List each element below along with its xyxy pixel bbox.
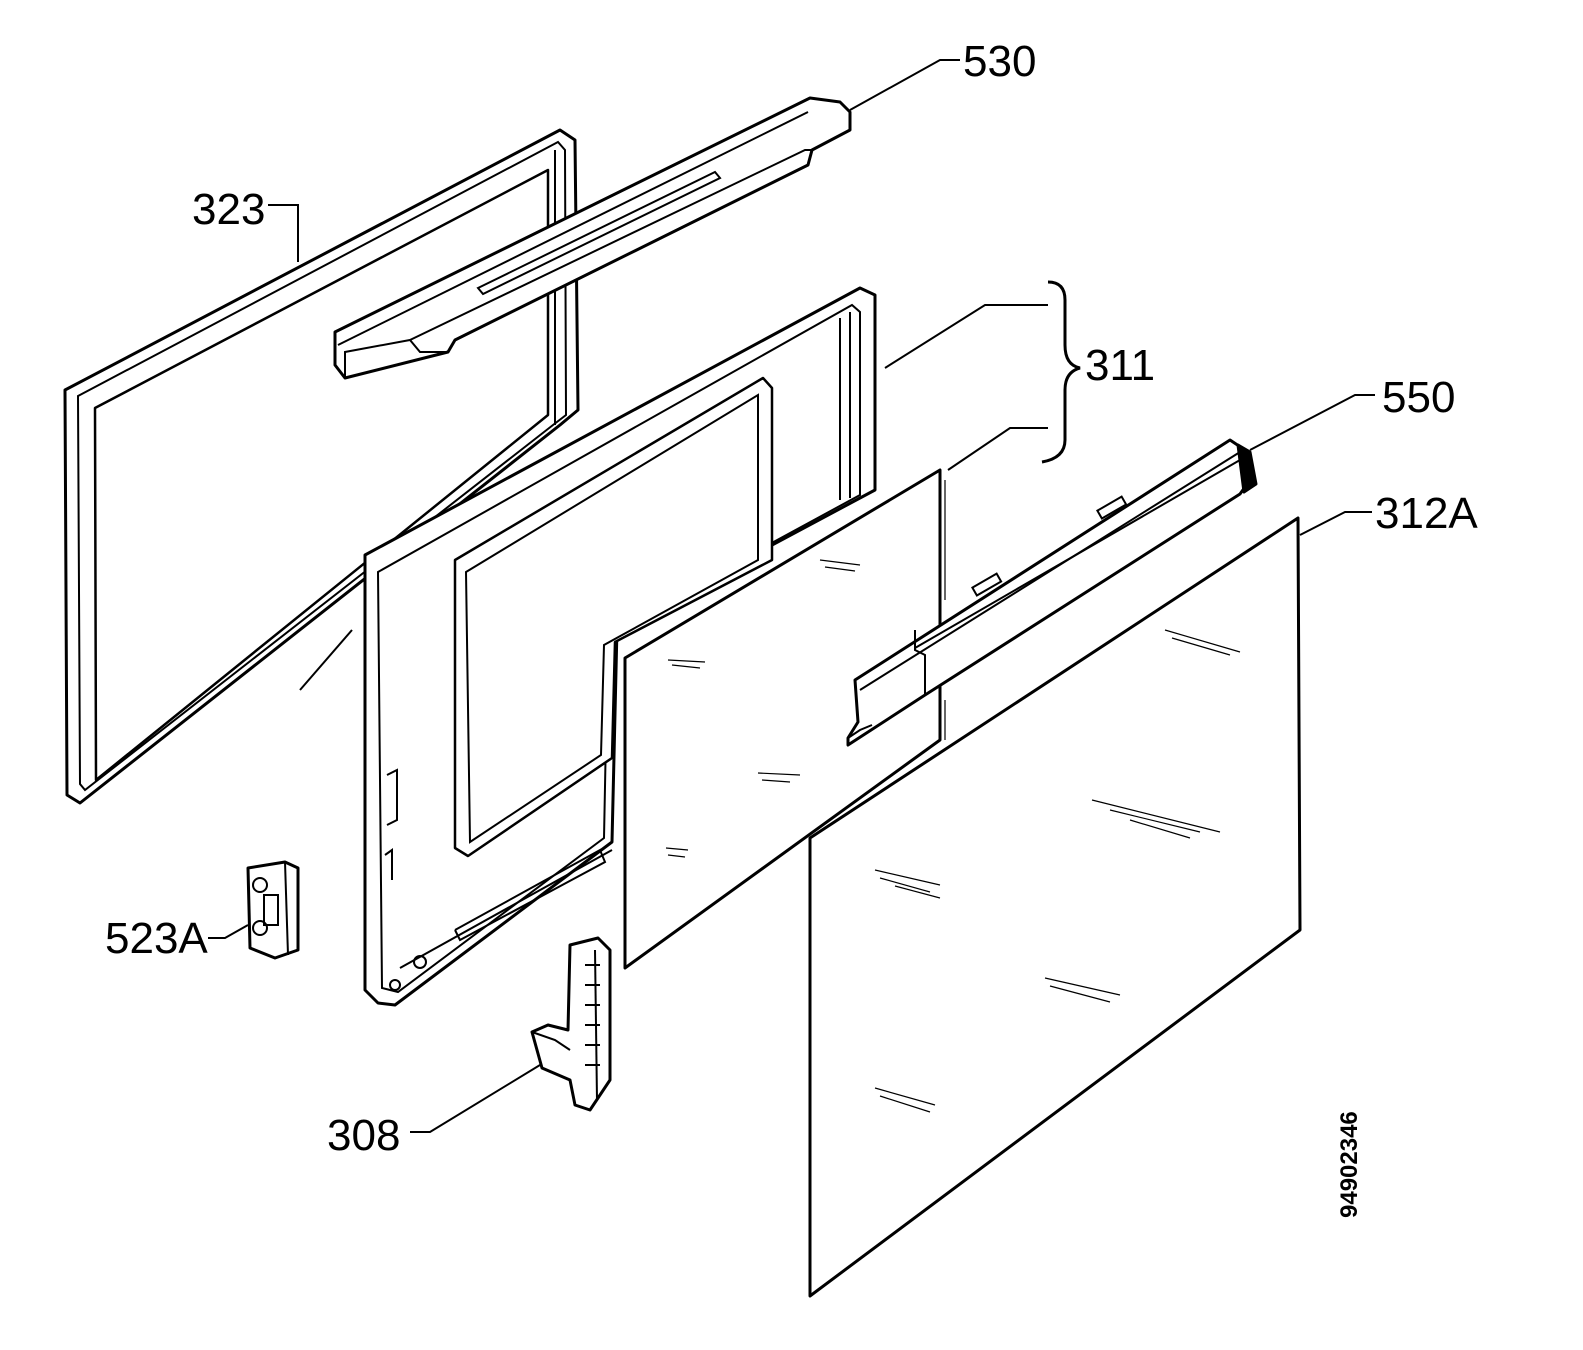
part-311-inner-frame xyxy=(363,286,877,1007)
leader-323 xyxy=(268,204,299,262)
part-311-glass-pane xyxy=(623,468,946,970)
leader-523a xyxy=(208,924,249,939)
drawing-code: 94902346 xyxy=(1336,1111,1363,1218)
leader-550 xyxy=(1249,394,1375,451)
leader-308 xyxy=(410,1064,541,1133)
brace-311 xyxy=(1041,280,1081,464)
label-312a: 312A xyxy=(1375,489,1478,538)
label-308: 308 xyxy=(327,1111,400,1160)
part-530-top-trim xyxy=(333,96,852,380)
part-523a-bracket xyxy=(246,860,300,960)
label-323: 323 xyxy=(192,185,265,234)
part-308-hinge xyxy=(530,936,612,1112)
leader-311-upper xyxy=(884,304,1048,369)
leader-530 xyxy=(849,59,960,111)
leader-312a xyxy=(1299,511,1372,536)
label-530: 530 xyxy=(963,37,1036,86)
label-550: 550 xyxy=(1382,373,1455,422)
leader-lines xyxy=(208,59,1375,1133)
label-311: 311 xyxy=(1085,341,1155,390)
leader-311-lower xyxy=(947,427,1048,471)
leader-323-lower xyxy=(299,629,353,691)
part-312a-outer-glass xyxy=(808,516,1302,1298)
part-550-bottom-trim xyxy=(846,438,1258,747)
label-523a: 523A xyxy=(105,914,208,963)
